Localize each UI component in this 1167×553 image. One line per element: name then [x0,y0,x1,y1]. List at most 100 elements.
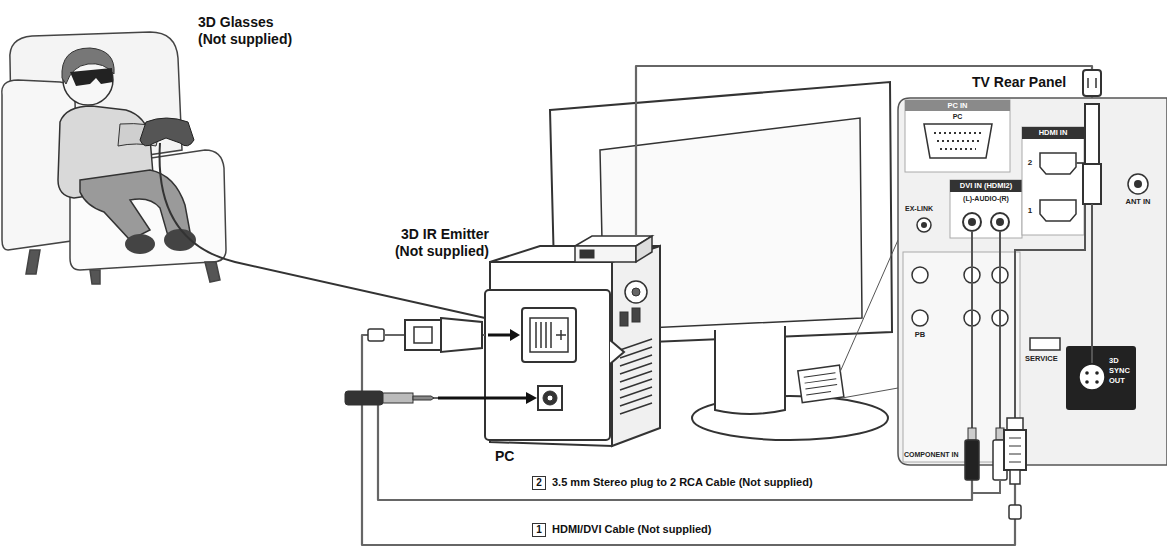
node-heading: PC [495,448,514,465]
dvi-plug [368,329,384,341]
ir-emitter [636,236,652,262]
tv-rear-panel [912,267,928,283]
tv-back [715,326,785,414]
sync-plug [1091,204,1093,363]
tv-back [840,240,898,398]
tv-rear-panel [996,218,1004,226]
pc-tower [632,288,640,296]
tv-rear-panel [1066,346,1136,410]
tv-rear-panel [1085,371,1089,375]
stereo-plug [413,396,434,400]
emitter-node: 3D IR Emitter (Not supplied) [575,236,652,262]
rca-plug [996,428,1004,440]
cable-label: HDMI/DVI Cable (Not supplied) [550,522,714,536]
pc-tower [632,308,640,322]
port-label: COMPONENT IN [904,450,962,460]
dvi-plug [384,334,405,336]
node-heading: TV Rear Panel [972,74,1066,91]
dvi-plug [441,318,482,352]
tv-rear-panel [1022,127,1084,235]
port-label: 3D SYNC OUT [1109,356,1135,386]
port-label: PC [905,112,1010,121]
pc-port-inset [536,322,566,348]
ir-emitter [575,246,636,262]
rca-plug [968,428,976,440]
pc-port-inset [485,290,610,440]
tv-rear-panel [1079,364,1105,390]
person [125,234,155,254]
tv-rear-panel [950,180,1022,192]
panel-band-label: DVI IN (HDMI2) [950,180,1022,192]
pc-tower [625,281,647,303]
tv-rear-panel [991,213,1009,231]
stereo-plug [345,391,434,405]
tv-rear-panel [905,100,1010,172]
tv-rear-panel [917,218,931,232]
port-label: EX-LINK [905,204,947,213]
hdmi-plug [1015,163,1085,418]
tv-back [798,365,844,403]
armchair [2,32,226,284]
person [140,118,194,146]
pc-node: PC [485,258,660,446]
insert-arrow [438,397,528,400]
tv-rear-panel [1022,127,1084,139]
tv-rear-panel [912,310,928,326]
tv-rear-panel [1128,174,1148,194]
hdmi-plug [1009,505,1021,519]
pc-port-inset [485,290,624,440]
tv-rear-panel [1040,200,1076,221]
tv-rear-panel [968,218,976,226]
cable-label: 3.5 mm Stereo plug to 2 RCA Cable (Not s… [550,475,815,489]
pc-port-inset [522,308,576,362]
hdmi-plug [1004,163,1085,519]
hdmi-plug [1010,470,1020,484]
glasses-label: 3D Glasses (Not supplied) [198,14,304,48]
cable-connector [378,398,972,500]
rca-plug [965,440,979,480]
pc-tower [620,312,628,326]
dvi-plug [414,327,432,343]
tv-rear-panel [950,180,1022,238]
tv-rear-panel [963,213,981,231]
dvi-plug [368,318,482,352]
tv-rear-panel [934,133,982,149]
tv-rear-panel [1040,153,1076,174]
port-number: 1 [1025,206,1035,216]
tv-rear-panel [1095,371,1099,375]
panel-node: TV Rear Panel [898,98,1167,465]
armchair [26,250,220,284]
tv-rear-panel [921,222,927,228]
tv-rear-panel [903,252,1020,462]
tv-back [798,365,844,403]
node-heading: 3D IR Emitter (Not supplied) [377,226,489,260]
pc-tower [620,339,652,414]
cable-connector [636,66,1092,236]
rca-plug [972,231,1000,428]
stereo-plug [383,393,413,403]
tv-rear-panel [1134,180,1142,188]
tv-rear-panel [1095,380,1099,384]
port-label: SERVICE [1025,354,1063,364]
pc-port-inset [530,318,568,352]
sync-plug [1088,78,1096,88]
person [80,170,190,240]
ir-emitter [575,236,652,262]
tv-rear-panel [898,98,1167,465]
hdmi-plug [1004,430,1026,470]
cable-connector [362,335,1015,545]
port-label: PB [910,330,930,340]
port-label: ANT IN [1115,197,1161,207]
panel-band-label: HDMI IN [1022,127,1084,139]
tv-back [600,118,862,330]
insert-arrow [510,329,520,341]
pc-port-inset [543,391,557,405]
insert-arrow [526,392,537,404]
pc-tower [612,246,660,446]
port-label: (L)-AUDIO-(R) [950,194,1022,204]
sync-plug [1083,70,1101,96]
sync-plug [1083,70,1101,363]
tv-rear-panel [905,100,1010,111]
rca-plug [965,231,1007,493]
insert-arrow [488,334,512,337]
